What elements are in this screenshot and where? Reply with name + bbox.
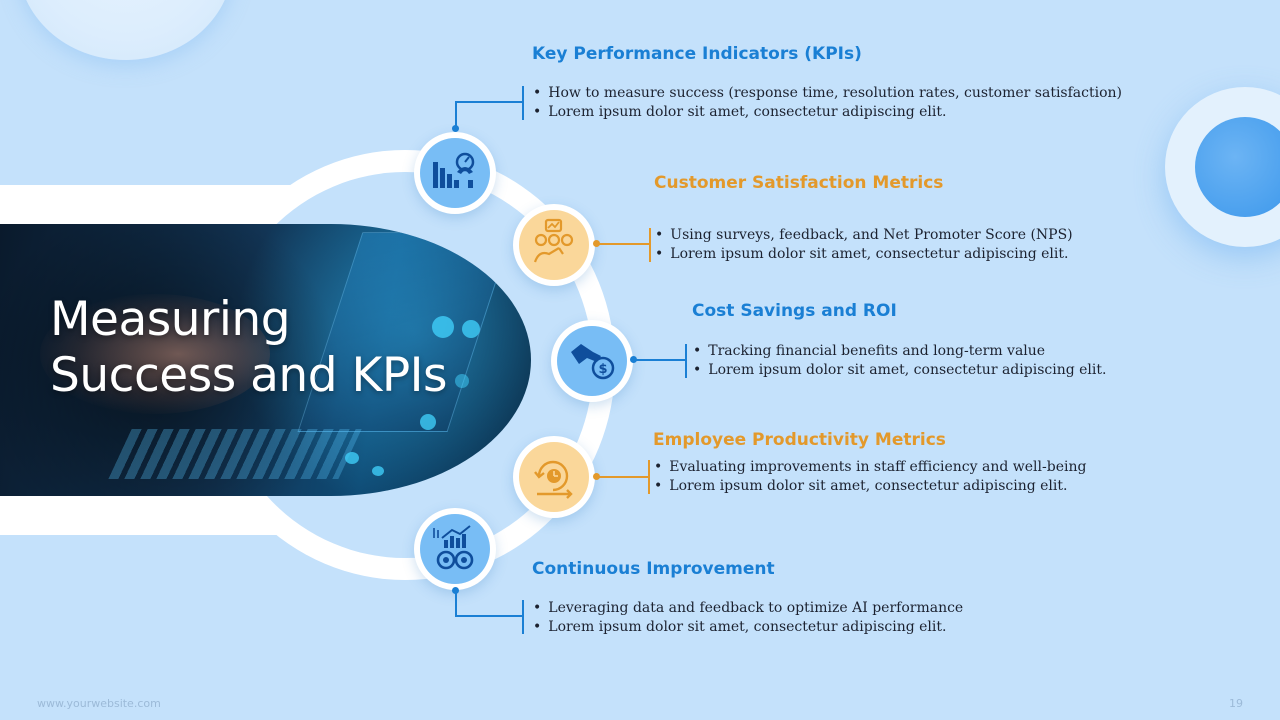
slide-title: Measuring Success and KPIs [50,292,448,404]
section-bullets-customer-satisfaction: Using surveys, feedback, and Net Promote… [655,226,1073,264]
bullet-item: Lorem ipsum dolor sit amet, consectetur … [655,245,1073,264]
customer-feedback-icon [513,204,595,286]
bullet-item: Leveraging data and feedback to optimize… [533,599,963,618]
laptop-dashboard-photo [0,224,531,496]
decorative-dot-right [1195,117,1280,217]
section-bullets-cost-savings: Tracking financial benefits and long-ter… [693,342,1106,380]
section-bullets-continuous-improvement: Leveraging data and feedback to optimize… [533,599,963,637]
bullet-item: Lorem ipsum dolor sit amet, consectetur … [533,103,1122,122]
page-number: 19 [1229,697,1243,710]
slide-title-line-1: Measuring [50,292,291,347]
section-bullets-employee-productivity: Evaluating improvements in staff efficie… [654,458,1086,496]
decorative-circle-top-left [18,0,233,60]
bullet-item: Lorem ipsum dolor sit amet, consectetur … [693,361,1106,380]
bullet-item: Evaluating improvements in staff efficie… [654,458,1086,477]
bullet-item: How to measure success (response time, r… [533,84,1122,103]
kpi-dashboard-icon [414,132,496,214]
bullet-item: Lorem ipsum dolor sit amet, consectetur … [654,477,1086,496]
section-title-continuous-improvement: Continuous Improvement [532,559,775,579]
gears-growth-icon [414,508,496,590]
section-title-customer-satisfaction: Customer Satisfaction Metrics [654,173,944,193]
bullet-item: Lorem ipsum dolor sit amet, consectetur … [533,618,963,637]
bullet-item: Tracking financial benefits and long-ter… [693,342,1106,361]
svg-text:$: $ [598,362,607,377]
section-bullets-kpis: How to measure success (response time, r… [533,84,1122,122]
money-hand-icon: $ [551,320,633,402]
section-title-employee-productivity: Employee Productivity Metrics [653,430,946,450]
footer-website: www.yourwebsite.com [37,697,161,710]
slide-title-line-2: Success and KPIs [50,348,448,403]
section-title-kpis: Key Performance Indicators (KPIs) [532,44,862,64]
time-productivity-icon [513,436,595,518]
section-title-cost-savings: Cost Savings and ROI [692,301,897,321]
bullet-item: Using surveys, feedback, and Net Promote… [655,226,1072,245]
